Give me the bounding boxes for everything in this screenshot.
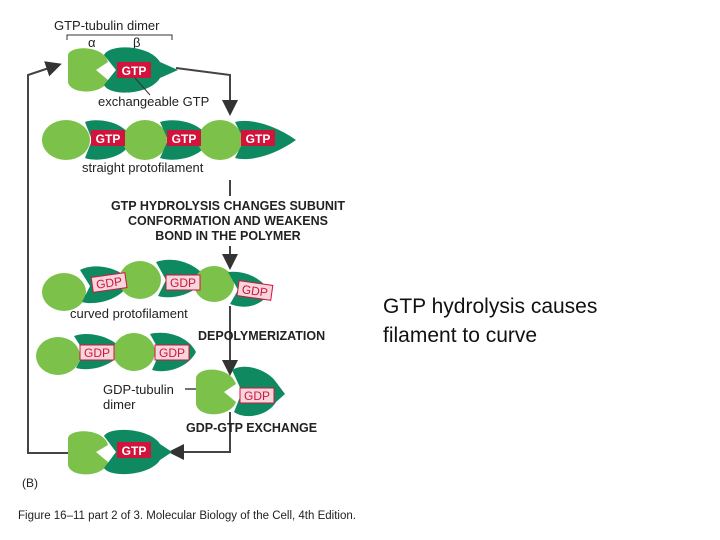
gdp-tag-label: GDP [244, 389, 270, 403]
gdp-tag-label: GDP [159, 346, 185, 360]
hydrolysis-line3: BOND IN THE POLYMER [155, 229, 300, 243]
gdp-tag [239, 387, 275, 404]
exchangeable-pointer [134, 77, 151, 96]
gdp-tag [236, 280, 274, 301]
gtp-tag [91, 130, 125, 146]
gtp-tag-label: GTP [122, 444, 147, 458]
gtp-dimer-top: GTP [68, 47, 178, 93]
hydrolysis-line2: CONFORMATION AND WEAKENS [128, 214, 328, 228]
gtp-tag-label: GTP [246, 132, 271, 146]
gtp-tag [117, 442, 151, 458]
gtp-tag-label: GTP [172, 132, 197, 146]
depolymerization-label: DEPOLYMERIZATION [198, 329, 325, 343]
gtp-tag [167, 130, 201, 146]
gtp-tag-label: GTP [96, 132, 121, 146]
gdp-tubulin-dimer: GDP [196, 366, 285, 417]
gtp-tag [241, 130, 275, 146]
gdp-tag [79, 344, 115, 361]
dimer-label: GTP-tubulin dimer [54, 18, 160, 33]
gtp-tag-label: GTP [122, 64, 147, 78]
gdp-tag-label: GDP [84, 346, 110, 360]
alpha-subunit-icon [68, 431, 108, 475]
gdp-tag-label: GDP [170, 276, 196, 290]
figure-caption: Figure 16–11 part 2 of 3. Molecular Biol… [18, 510, 356, 522]
beta-label: β [133, 35, 140, 50]
gdp-tag-label: GDP [241, 282, 269, 299]
arrow-to-straight [175, 67, 238, 116]
exchange-label: GDP-GTP EXCHANGE [186, 421, 317, 435]
gdp-tag [165, 274, 201, 291]
straight-protofilament-label: straight protofilament [82, 160, 204, 175]
panel-label: (B) [22, 476, 38, 490]
gtp-tag [117, 62, 151, 78]
alpha-subunit-icon [68, 48, 108, 92]
gdp-tag [154, 344, 190, 361]
gtp-dimer-bottom: GTP [68, 429, 172, 475]
gdp-dimer-label-line1: GDP-tubulin [103, 382, 174, 397]
hydrolysis-line1: GTP HYDROLYSIS CHANGES SUBUNIT [111, 199, 345, 213]
curved-protofilament: GDP GDP GDP [42, 259, 274, 311]
exchangeable-gtp-label: exchangeable GTP [98, 94, 209, 109]
return-arrow-loop [27, 61, 72, 454]
straight-protofilament: GTP GTP GTP [42, 120, 296, 160]
alpha-label: α [88, 35, 96, 50]
depolymerized-fragment: GDP GDP [36, 332, 196, 375]
gdp-dimer-label-line2: dimer [103, 397, 136, 412]
side-caption-line1: GTP hydrolysis causes [383, 295, 598, 318]
side-caption-line2: filament to curve [383, 324, 538, 347]
curved-protofilament-label: curved protofilament [70, 306, 188, 321]
alpha-subunit-icon [196, 369, 236, 415]
arrow-exchange [168, 412, 231, 460]
side-caption: GTP hydrolysis causes filament to curve [383, 292, 597, 350]
gdp-tag-label: GDP [95, 274, 123, 291]
dimer-bracket [66, 34, 173, 40]
gdp-tag [90, 272, 128, 293]
